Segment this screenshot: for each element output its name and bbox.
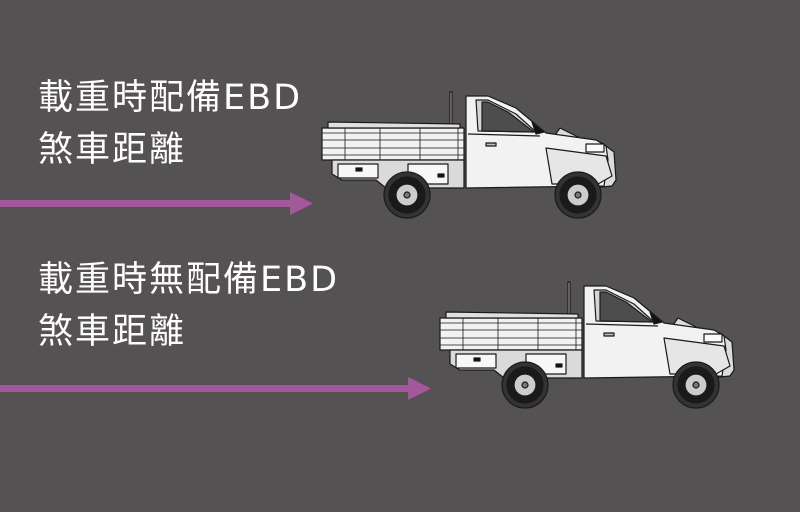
caption-line-2: 煞車距離 bbox=[38, 312, 187, 352]
caption-line-1: 載重時無配備EBD bbox=[38, 260, 340, 300]
caption-line-1: 載重時配備EBD bbox=[38, 78, 303, 118]
arrow-right-icon bbox=[0, 192, 313, 215]
pickup-truck-icon bbox=[321, 91, 617, 219]
scenario-with-ebd-caption: 載重時配備EBD 煞車距離 bbox=[38, 72, 302, 176]
pickup-truck-icon bbox=[439, 281, 735, 409]
scenario-without-ebd-caption: 載重時無配備EBD 煞車距離 bbox=[38, 254, 339, 358]
caption-line-2: 煞車距離 bbox=[38, 130, 187, 170]
arrow-right-icon bbox=[0, 377, 431, 400]
